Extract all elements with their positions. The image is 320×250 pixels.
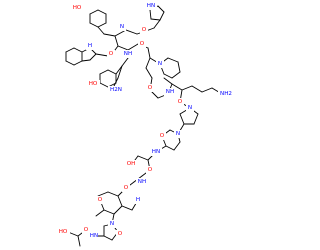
label-indole-h: H bbox=[88, 43, 92, 49]
label-n-4: N bbox=[176, 131, 180, 137]
label-o-6: O bbox=[160, 133, 165, 139]
label-n-2: N bbox=[158, 61, 162, 67]
label-ho-bottom: HO bbox=[59, 229, 68, 235]
label-nh-1: NH bbox=[124, 51, 132, 57]
label-o-8: O bbox=[124, 185, 129, 191]
label-o-10: O bbox=[118, 231, 123, 237]
label-nh-pyrrolidine: HN bbox=[147, 3, 155, 9]
label-hn-2: H bbox=[136, 197, 140, 203]
label-hn-3: HN bbox=[90, 233, 98, 239]
label-o-9: O bbox=[98, 197, 103, 203]
label-n-3: N bbox=[188, 105, 192, 111]
label-oh-tyrosine-left: HO bbox=[89, 81, 98, 87]
label-o-3: O bbox=[140, 41, 145, 47]
label-nh-3: NH bbox=[138, 179, 146, 185]
label-nh2-lysine: NH2 bbox=[220, 91, 232, 97]
label-oh-tyrosine-top: HO bbox=[73, 5, 82, 11]
label-h2n-asparagine: H2N bbox=[110, 87, 122, 93]
label-o-1: O bbox=[142, 27, 147, 33]
label-n-1: N bbox=[120, 24, 124, 30]
label-o-7: O bbox=[148, 167, 153, 173]
label-o-4: O bbox=[148, 85, 153, 91]
label-o-2: O bbox=[109, 51, 114, 57]
label-o-5: O bbox=[178, 99, 183, 105]
label-oh-serine: OH bbox=[127, 161, 136, 167]
label-n-5: N bbox=[110, 221, 114, 227]
label-hn-1: HN bbox=[152, 149, 160, 155]
peptide-structure-diagram: HO HN N O H O NH O HO H2N N O NH NH2 O N bbox=[56, 2, 234, 247]
label-o-11: O bbox=[84, 227, 89, 233]
label-nh-2: NH bbox=[166, 89, 174, 95]
atom-labels: HO HN N O H O NH O HO H2N N O NH NH2 O N bbox=[56, 2, 234, 240]
